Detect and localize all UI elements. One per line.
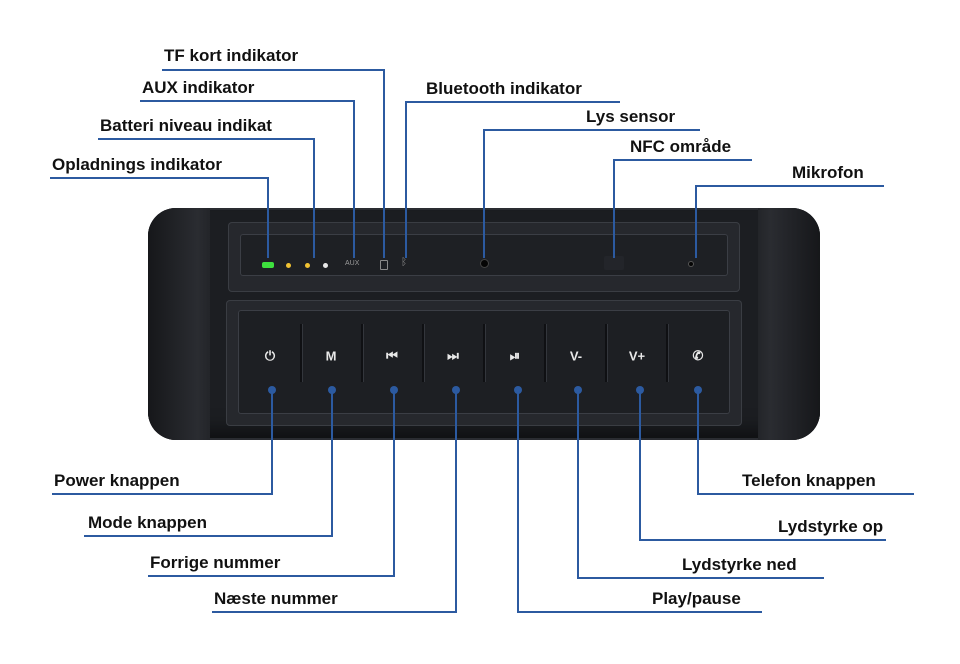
label-bluetooth-indicator: Bluetooth indikator [426,79,582,98]
label-light-sensor: Lys sensor [586,107,676,126]
tf-card-icon [380,260,388,270]
previous-track-button[interactable]: ⏮ [386,348,398,363]
label-battery-indicator: Batteri niveau indikat [100,116,272,135]
bluetooth-icon: ᛒ [401,257,407,268]
volume-up-button[interactable]: V+ [628,348,646,364]
indicator-panel-inner [240,234,728,276]
indicator-panel [228,222,740,292]
play-pause-button[interactable]: ⏯ [509,348,521,363]
button-separator [605,324,607,382]
battery-led-2 [305,263,310,268]
label-tf-indicator: TF kort indikator [164,46,299,65]
mode-button[interactable]: M [325,348,337,364]
charging-led [262,262,274,268]
label-volume-up: Lydstyrke op [778,517,884,536]
next-track-button[interactable]: ⏭ [447,348,459,363]
label-play-pause: Play/pause [652,589,741,608]
phone-button[interactable]: ✆ [692,348,704,363]
label-next-track: Næste nummer [214,589,338,608]
speaker-side-right [758,208,820,440]
label-volume-down: Lydstyrke ned [682,555,797,574]
light-sensor [481,260,488,267]
button-separator [300,324,302,382]
button-separator [666,324,668,382]
label-phone-button: Telefon knappen [742,471,876,490]
aux-indicator-text: AUX [345,260,360,267]
battery-led-3 [323,263,328,268]
nfc-area [604,256,624,270]
battery-led-1 [286,263,291,268]
label-mode-button: Mode knappen [88,513,208,532]
label-power-button: Power knappen [54,471,180,490]
label-microphone: Mikrofon [792,163,864,182]
label-previous-track: Forrige nummer [150,553,281,572]
label-charging-indicator: Opladnings indikator [52,155,223,174]
button-separator [483,324,485,382]
microphone-hole [689,262,693,266]
label-aux-indicator: AUX indikator [142,78,255,97]
volume-down-button[interactable]: V- [569,348,583,364]
button-separator [544,324,546,382]
button-separator [422,324,424,382]
label-nfc-area: NFC område [630,137,732,156]
button-separator [361,324,363,382]
speaker-side-left [148,208,210,440]
power-button[interactable]: ⏻ [264,348,276,363]
